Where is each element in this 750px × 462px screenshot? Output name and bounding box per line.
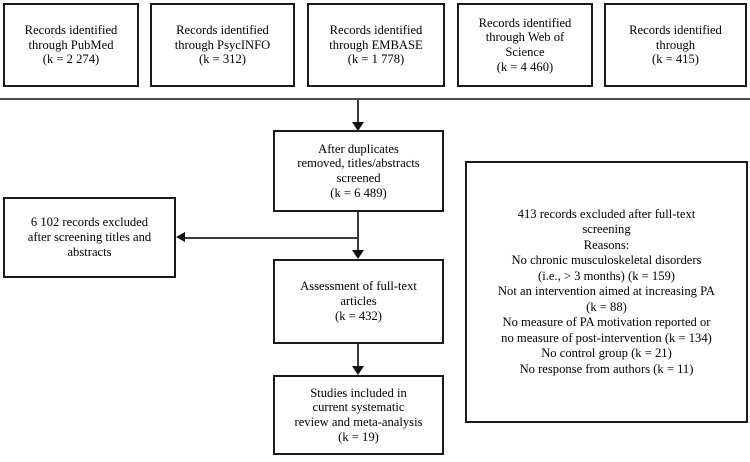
identification-rule <box>0 98 750 100</box>
included-studies-box: Studies included in current systematic r… <box>273 375 444 455</box>
excluded-reason-2-line-2: (k = 88) <box>586 299 627 314</box>
source-line-1: Records identified <box>329 22 423 37</box>
source-box-pubmed: Records identified through PubMed (k = 2… <box>3 3 139 87</box>
excluded-reason-4-line-1: No control group (k = 21) <box>541 346 672 361</box>
excluded-reason-5-line-1: No response from authors (k = 11) <box>519 361 694 376</box>
source-count: (k = 415) <box>652 52 699 67</box>
excluded-reason-1-line-2: (i.e., > 3 months) (k = 159) <box>538 268 675 283</box>
excluded-header-2: screening <box>582 222 631 237</box>
screening-excluded-line-3: abstracts <box>67 244 112 259</box>
arrowhead-to-included <box>352 366 364 375</box>
source-box-psycinfo: Records identified through PsycINFO (k =… <box>150 3 295 87</box>
source-line-2: through EMBASE <box>329 37 423 52</box>
source-line-1: Records identified <box>629 22 722 37</box>
full-text-line-2: articles <box>340 294 377 309</box>
source-count: (k = 312) <box>199 52 246 67</box>
included-line-1: Studies included in <box>310 385 407 400</box>
connector-screening-to-fulltext <box>357 212 359 257</box>
source-line-1: Records identified <box>478 15 572 30</box>
source-box-embase: Records identified through EMBASE (k = 1… <box>307 3 445 87</box>
source-count: (k = 2 274) <box>42 52 100 67</box>
screening-excluded-line-2: after screening titles and <box>27 230 152 245</box>
arrowhead-to-fulltext <box>352 250 364 259</box>
excluded-reason-1-line-1: No chronic musculoskeletal disorders <box>511 253 702 268</box>
source-line-1: Records identified <box>176 22 269 37</box>
connector-fulltext-to-included <box>357 344 359 370</box>
source-line-2: through PsycINFO <box>174 37 271 52</box>
source-line-3: Science <box>505 45 545 59</box>
source-box-other: Records identified through (k = 415) <box>604 3 747 87</box>
included-line-3: review and meta-analysis <box>294 415 423 429</box>
excluded-reasons-label: Reasons: <box>583 237 630 252</box>
screening-line-3: screened <box>336 171 381 185</box>
screening-count: (k = 6 489) <box>330 185 387 200</box>
screening-excluded-line-1: 6 102 records excluded <box>30 215 149 230</box>
screening-line-2: removed, titles/abstracts <box>297 156 420 171</box>
source-box-web-of-science: Records identified through Web of Scienc… <box>457 3 593 87</box>
excluded-reason-2-line-1: Not an intervention aimed at increasing … <box>497 284 716 299</box>
excluded-reason-3-line-2: no measure of post-intervention (k = 134… <box>501 330 712 345</box>
screening-box: After duplicates removed, titles/abstrac… <box>273 130 444 212</box>
excluded-header-1: 413 records excluded after full-text <box>517 206 696 221</box>
included-line-2: current systematic <box>312 400 405 415</box>
arrowhead-to-screening-excluded <box>176 232 185 242</box>
source-count: (k = 1 778) <box>347 52 405 67</box>
excluded-reason-3-line-1: No measure of PA motivation reported or <box>502 315 711 330</box>
connector-screening-to-excluded <box>184 237 358 239</box>
source-line-2: through <box>655 37 696 52</box>
full-text-excluded-panel: 413 records excluded after full-text scr… <box>465 161 748 423</box>
included-count: (k = 19) <box>338 429 379 444</box>
screening-line-1: After duplicates <box>318 141 399 156</box>
arrowhead-to-screening <box>352 122 364 131</box>
full-text-assessment-box: Assessment of full-text articles (k = 43… <box>273 259 444 344</box>
source-count: (k = 4 460) <box>496 59 554 74</box>
source-line-2: through PubMed <box>28 37 114 52</box>
full-text-count: (k = 432) <box>335 308 382 323</box>
screening-excluded-box: 6 102 records excluded after screening t… <box>3 197 176 278</box>
connector-rule-to-screening <box>357 100 359 125</box>
source-line-1: Records identified <box>24 22 118 37</box>
source-line-2: through Web of <box>485 30 565 45</box>
full-text-line-1: Assessment of full-text <box>300 279 417 294</box>
